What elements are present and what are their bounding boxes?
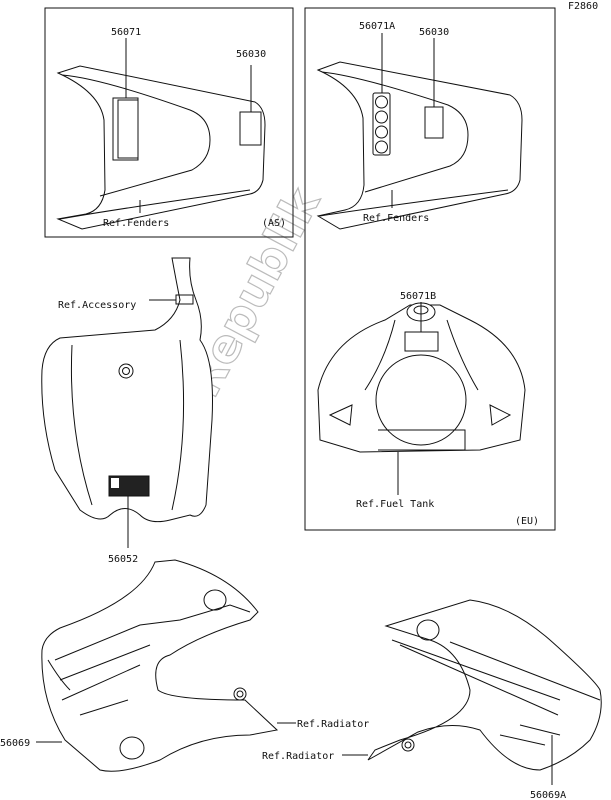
ref-fenders-eu: Ref.Fenders xyxy=(363,213,429,224)
ref-fenders-as: Ref.Fenders xyxy=(103,218,169,229)
panel-as-frame xyxy=(44,7,294,238)
part-number-56069a[interactable]: 56069A xyxy=(530,790,566,800)
region-as: (AS) xyxy=(262,218,286,229)
panel-as: 56071 56030 Ref.Fenders (AS) xyxy=(44,7,294,238)
left-shroud: 56069 Ref.Radiator xyxy=(0,559,369,772)
part-number-56052[interactable]: 56052 xyxy=(108,554,138,565)
ref-fuel-tank: Ref.Fuel Tank xyxy=(356,499,434,510)
figure-code: F2860 xyxy=(568,1,598,12)
region-eu: (EU) xyxy=(515,516,539,527)
part-number-56071a[interactable]: 56071A xyxy=(359,21,395,32)
part-number-56069[interactable]: 56069 xyxy=(0,738,30,749)
panel-eu: 56071A 56030 Ref.Fenders 56071B Ref.Fuel… xyxy=(304,7,556,531)
part-number-56030-eu[interactable]: 56030 xyxy=(419,27,449,38)
front-number-plate: Ref.Accessory 56052 xyxy=(41,257,213,565)
part-number-56030[interactable]: 56030 xyxy=(236,49,266,60)
part-number-56071[interactable]: 56071 xyxy=(111,27,141,38)
ref-accessory: Ref.Accessory xyxy=(58,300,136,311)
panel-eu-frame xyxy=(304,7,556,531)
rear-fender-eu xyxy=(316,61,523,230)
ref-radiator-left: Ref.Radiator xyxy=(297,719,369,730)
right-shroud: Ref.Radiator 56069A xyxy=(262,599,602,800)
rear-fender-as xyxy=(56,65,266,230)
ref-radiator-right: Ref.Radiator xyxy=(262,751,334,762)
part-number-56071b[interactable]: 56071B xyxy=(400,291,436,302)
